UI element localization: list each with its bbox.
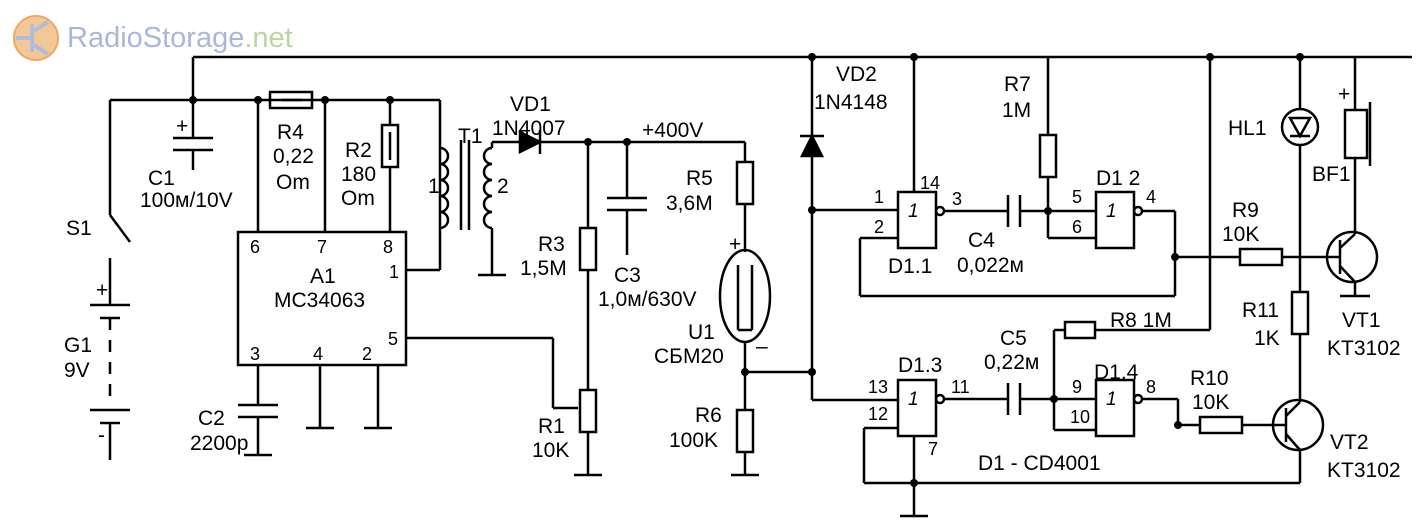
r5-ref-label: R5 bbox=[686, 167, 713, 190]
t1-ref-label: T1 bbox=[458, 125, 483, 148]
d1-4-gate-symbol: 1 bbox=[1106, 389, 1117, 410]
a1-pin-3: 3 bbox=[250, 344, 261, 364]
r10-ref-label: R10 bbox=[1190, 367, 1229, 390]
d1-chip-label: D1 - CD4001 bbox=[978, 452, 1101, 475]
schematic-wiring bbox=[90, 53, 1412, 518]
a1-pin-5: 5 bbox=[388, 329, 399, 349]
t1-pin-1: 1 bbox=[428, 175, 440, 198]
logo-emblem-icon bbox=[13, 15, 59, 61]
d1-2-ref-label: D1 2 bbox=[1096, 167, 1141, 190]
d1-2-gate-symbol: 1 bbox=[1106, 201, 1117, 222]
d1-3-pin-12: 12 bbox=[868, 404, 889, 424]
d1-1-pin-1: 1 bbox=[874, 187, 885, 207]
d1-4-ref-label: D1.4 bbox=[1094, 361, 1139, 384]
battery-minus-label: - bbox=[98, 424, 105, 447]
u1-ref-label: U1 bbox=[688, 321, 715, 344]
d1-2-pin-4: 4 bbox=[1146, 187, 1157, 207]
r5-value-label: 3,6M bbox=[666, 192, 713, 215]
r1-ref-label: R1 bbox=[538, 415, 565, 438]
u1-minus-label: – bbox=[756, 335, 768, 358]
a1-ref-label: A1 bbox=[310, 265, 336, 288]
d1-1-ref-label: D1.1 bbox=[888, 255, 933, 278]
r4-unit-label: Om bbox=[276, 171, 310, 194]
d1-4-pin-8: 8 bbox=[1146, 377, 1157, 397]
d1-1-pin-3: 3 bbox=[952, 189, 963, 209]
d1-4-pin-10: 10 bbox=[1070, 407, 1091, 427]
vd1-part-label: 1N4007 bbox=[492, 117, 566, 140]
battery-plus-label: + bbox=[96, 279, 109, 302]
a1-pin-8: 8 bbox=[383, 237, 394, 257]
d1-3-gate-symbol: 1 bbox=[908, 389, 919, 410]
d1-2-pin-5: 5 bbox=[1072, 187, 1083, 207]
r9-value-label: 10K bbox=[1222, 223, 1260, 246]
r3-value-label: 1,5M bbox=[520, 257, 567, 280]
vt1-part-label: KT3102 bbox=[1327, 337, 1401, 360]
d1-3-pin-7: 7 bbox=[928, 439, 939, 459]
c2-value-label: 2200p bbox=[190, 432, 249, 455]
r6-value-label: 100K bbox=[669, 429, 719, 452]
bf1-polarity-label: + bbox=[1338, 83, 1351, 106]
switch-s1-label: S1 bbox=[66, 217, 92, 240]
c5-ref-label: C5 bbox=[1000, 327, 1027, 350]
c3-value-label: 1,0м/630V bbox=[598, 288, 697, 311]
r11-ref-label: R11 bbox=[1242, 299, 1279, 322]
r7-ref-label: R7 bbox=[1004, 73, 1031, 96]
logo-wordmark: RadioStorage.net bbox=[67, 24, 293, 53]
u1-plus-label: + bbox=[729, 233, 742, 256]
d1-4-pin-9: 9 bbox=[1072, 377, 1083, 397]
hl1-ref-label: HL1 bbox=[1228, 117, 1267, 140]
battery-value-label: 9V bbox=[64, 359, 90, 382]
bf1-ref-label: BF1 bbox=[1312, 163, 1351, 186]
r8-ref-label: R8 1M bbox=[1110, 309, 1172, 332]
r9-ref-label: R9 bbox=[1232, 199, 1259, 222]
hv-400v-label: +400V bbox=[642, 119, 704, 142]
vd2-ref-label: VD2 bbox=[836, 63, 877, 86]
vt2-part-label: KT3102 bbox=[1327, 459, 1401, 482]
c1-value-label: 100м/10V bbox=[140, 189, 233, 212]
r2-value-label: 180 bbox=[341, 163, 377, 186]
r1-value-label: 10K bbox=[532, 439, 570, 462]
c4-value-label: 0,022м bbox=[957, 254, 1024, 277]
vd2-part-label: 1N4148 bbox=[814, 91, 888, 114]
r10-value-label: 10K bbox=[1192, 391, 1230, 414]
d1-3-pin-13: 13 bbox=[868, 377, 889, 397]
vt1-ref-label: VT1 bbox=[1342, 309, 1381, 332]
d1-2-pin-6: 6 bbox=[1072, 217, 1083, 237]
radiostorage-logo bbox=[8, 12, 308, 66]
r11-value-label: 1K bbox=[1254, 327, 1280, 350]
c1-polarity-label: + bbox=[176, 115, 189, 138]
r7-value-label: 1M bbox=[1002, 99, 1032, 122]
t1-pin-2: 2 bbox=[497, 175, 509, 198]
d1-3-pin-11: 11 bbox=[951, 377, 970, 397]
vt2-ref-label: VT2 bbox=[1330, 431, 1369, 454]
d1-1-pin-2: 2 bbox=[874, 217, 885, 237]
a1-pin-4: 4 bbox=[313, 344, 324, 364]
r3-ref-label: R3 bbox=[538, 233, 565, 256]
d1-3-ref-label: D1.3 bbox=[898, 354, 943, 377]
c5-value-label: 0,22м bbox=[984, 351, 1040, 374]
c3-ref-label: C3 bbox=[614, 264, 641, 287]
r4-value-label: 0,22 bbox=[273, 145, 314, 168]
vd1-ref-label: VD1 bbox=[510, 93, 551, 116]
r4-ref-label: R4 bbox=[277, 121, 304, 144]
r6-ref-label: R6 bbox=[695, 404, 722, 427]
battery-g1-label: G1 bbox=[64, 334, 93, 357]
logo-name: RadioStorage bbox=[67, 22, 245, 54]
a1-pin-6: 6 bbox=[250, 237, 261, 257]
r2-unit-label: Om bbox=[341, 187, 375, 210]
r2-ref-label: R2 bbox=[345, 139, 372, 162]
d1-1-pin-14: 14 bbox=[920, 173, 941, 193]
c4-ref-label: C4 bbox=[968, 229, 995, 252]
a1-pin-7: 7 bbox=[317, 237, 328, 257]
a1-pin-1: 1 bbox=[389, 262, 400, 282]
a1-pin-2: 2 bbox=[362, 344, 373, 364]
c2-ref-label: C2 bbox=[198, 407, 225, 430]
a1-part-label: MC34063 bbox=[274, 289, 366, 312]
u1-part-label: СБМ20 bbox=[654, 345, 724, 368]
c1-ref-label: C1 bbox=[148, 167, 175, 190]
d1-1-gate-symbol: 1 bbox=[908, 201, 919, 222]
logo-tld: .net bbox=[244, 22, 293, 54]
